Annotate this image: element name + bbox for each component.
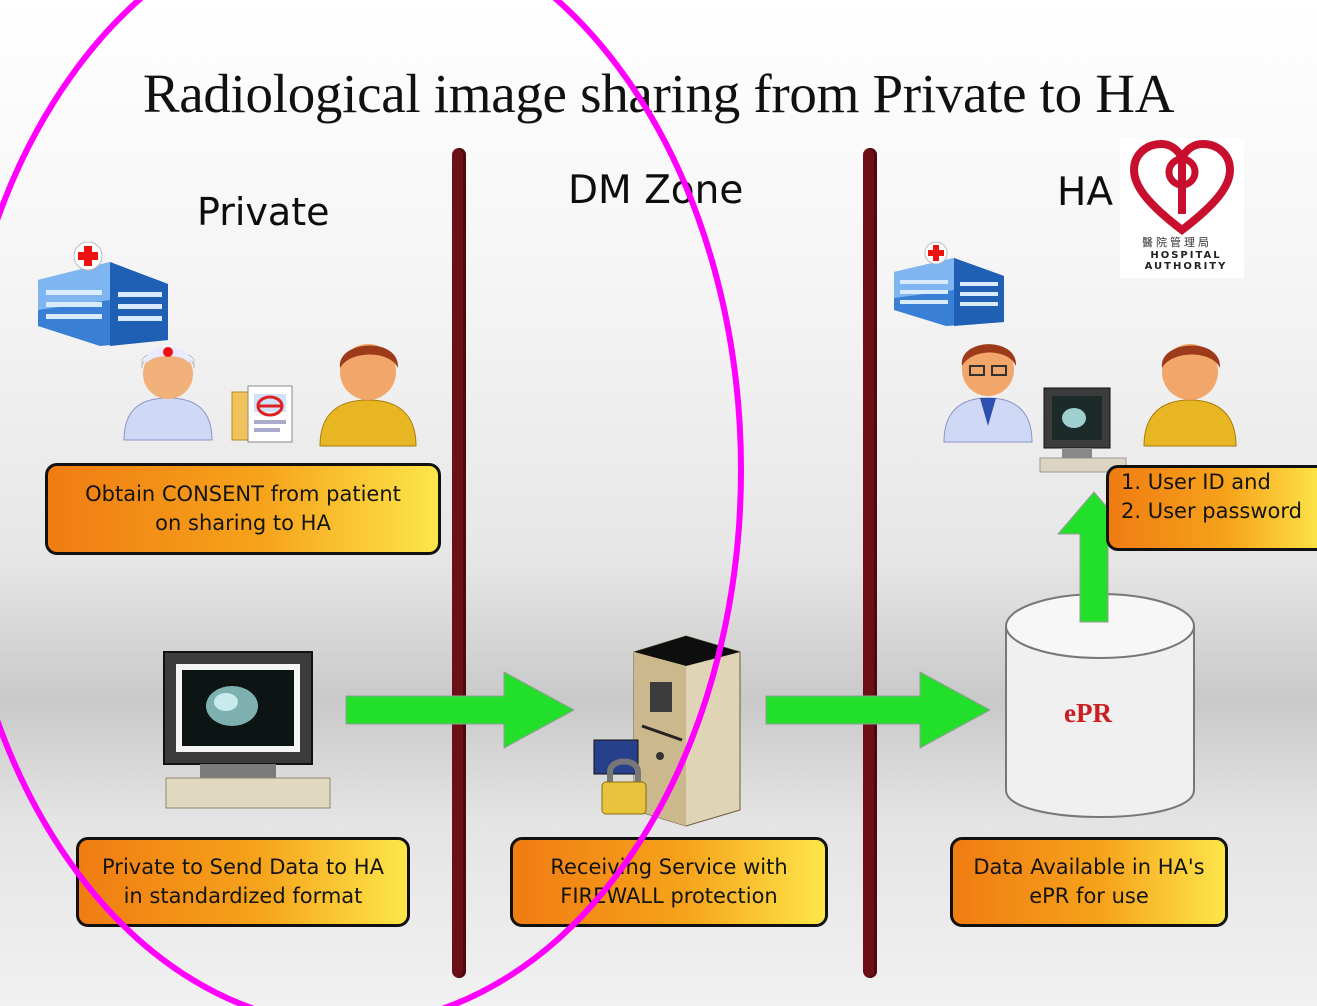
note-available-line2: ePR for use: [1029, 884, 1149, 908]
note-consent-line1: Obtain CONSENT from patient: [85, 482, 401, 506]
note-receive-line1: Receiving Service with: [550, 855, 788, 879]
hospital-building-icon-ha: [888, 240, 1012, 328]
note-send-line1: Private to Send Data to HA: [102, 855, 384, 879]
workstation-icon-small: [1038, 386, 1134, 482]
note-login-line1: 1. User ID and: [1121, 470, 1271, 494]
note-available-line1: Data Available in HA's: [973, 855, 1205, 879]
workstation-icon: [160, 650, 336, 810]
note-send-line2: in standardized format: [123, 884, 363, 908]
nurse-icon: [118, 332, 218, 442]
patient-icon-ha: [1140, 328, 1240, 448]
note-consent-line2: on sharing to HA: [155, 511, 331, 535]
note-login-line2: 2. User password: [1121, 499, 1302, 523]
zone-label-ha: HA: [1057, 170, 1114, 215]
doctor-icon: [940, 328, 1036, 444]
logo-english-line2: AUTHORITY: [1144, 261, 1228, 272]
logo-chinese-text: 醫院管理局: [1142, 236, 1212, 249]
note-send-data: Private to Send Data to HA in standardiz…: [76, 837, 410, 927]
slide-title: Radiological image sharing from Private …: [142, 63, 1175, 124]
note-consent: Obtain CONSENT from patient on sharing t…: [45, 463, 441, 555]
arrow-icon-deliver: [764, 670, 992, 750]
arrow-icon-send: [344, 670, 576, 750]
zone-label-private: Private: [197, 190, 330, 234]
consent-document-icon: [230, 382, 302, 446]
hospital-building-icon: [28, 240, 178, 348]
logo-english-line1: HOSPITAL: [1150, 250, 1222, 261]
hospital-authority-logo: [1120, 138, 1244, 278]
zone-divider-left: [452, 148, 466, 978]
padlock-icon: [592, 736, 656, 816]
note-login: 1. User ID and 2. User password: [1106, 465, 1317, 551]
database-label: ePR: [1064, 698, 1112, 728]
database-icon: [1002, 590, 1198, 830]
zone-label-dm-zone: DM Zone: [568, 168, 744, 213]
patient-icon: [316, 328, 420, 448]
note-data-available: Data Available in HA's ePR for use: [950, 837, 1228, 927]
zone-divider-right: [863, 148, 877, 978]
